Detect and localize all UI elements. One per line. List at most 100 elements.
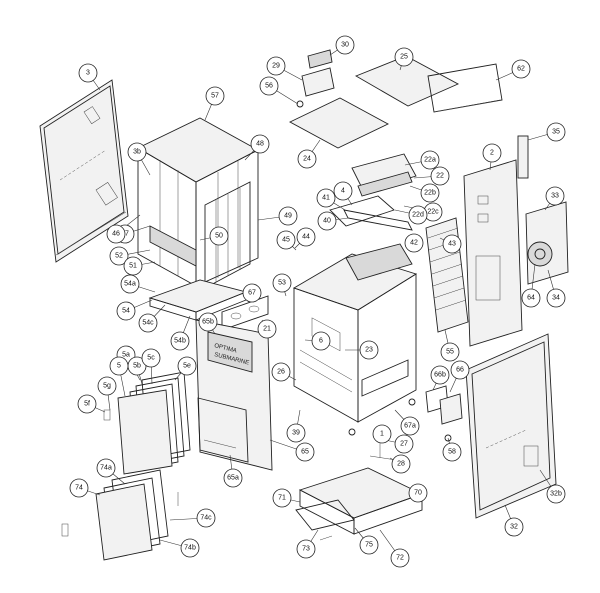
callout-bubble: [138, 313, 158, 333]
callout-bubble: [450, 360, 470, 380]
callout-bubble: [390, 548, 410, 568]
callout-57: 57: [205, 86, 225, 106]
front-door-65: OPTIMA SUBMARINE: [195, 319, 273, 471]
callout-74b: 74b: [180, 538, 200, 558]
callout-bubble: [97, 376, 117, 396]
callout-bubble: [317, 211, 337, 231]
callout-5f: 5f: [77, 394, 97, 414]
callout-label: 24: [303, 156, 311, 163]
callout-label: 51: [129, 263, 137, 270]
callout-label: 54: [122, 308, 130, 315]
callout-bubble: [408, 483, 428, 503]
callout-2: 2: [482, 143, 502, 163]
callout-bubble: [521, 288, 541, 308]
callout-label: 55: [446, 349, 454, 356]
callout-label: 5g: [103, 383, 111, 390]
callout-label: 28: [397, 461, 405, 468]
callout-bubble: [177, 356, 197, 376]
callout-label: 62: [517, 66, 525, 73]
callout-label: 57: [211, 93, 219, 100]
callout-bubble: [311, 331, 331, 351]
callout-label: 30: [341, 42, 349, 49]
callout-label: 5: [117, 363, 121, 370]
callout-bubble: [116, 301, 136, 321]
callout-label: 22b: [424, 190, 436, 197]
callout-bubble: [77, 394, 97, 414]
callout-bubble: [120, 274, 140, 294]
callout-bubble: [333, 181, 353, 201]
callout-22: 22: [430, 166, 450, 186]
callout-label: 66b: [434, 372, 446, 379]
callout-74c: 74c: [196, 508, 216, 528]
callout-bubble: [223, 468, 243, 488]
callout-label: 26: [277, 369, 285, 376]
base-pan: [295, 467, 424, 541]
callout-73: 73: [296, 539, 316, 559]
callout-label: 39: [292, 430, 300, 437]
callout-bubble: [170, 331, 190, 351]
callout-bubble: [359, 340, 379, 360]
callout-54: 54: [116, 301, 136, 321]
callout-33: 33: [545, 186, 565, 206]
callout-22a: 22a: [420, 150, 440, 170]
callout-bubble: [266, 56, 286, 76]
callout-bubble: [96, 458, 116, 478]
callout-32: 32: [504, 517, 524, 537]
callout-label: 34: [552, 295, 560, 302]
callout-53: 53: [272, 273, 292, 293]
callout-75: 75: [359, 535, 379, 555]
callout-29: 29: [266, 56, 286, 76]
callout-label: 35: [552, 129, 560, 136]
callout-label: 64: [527, 295, 535, 302]
callout-56: 56: [259, 76, 279, 96]
callout-22d: 22d: [408, 205, 428, 225]
callout-label: 33: [551, 193, 559, 200]
side-panel-left: [39, 79, 129, 263]
callout-bubble: [546, 122, 566, 142]
callout-58: 58: [442, 442, 462, 462]
callout-66: 66: [450, 360, 470, 380]
callout-label: 5e: [183, 363, 191, 370]
callout-44: 44: [296, 227, 316, 247]
callout-label: 42: [410, 240, 418, 247]
callout-label: 46: [112, 231, 120, 238]
callout-bubble: [272, 488, 292, 508]
callout-54b: 54b: [170, 331, 190, 351]
callout-bubble: [372, 424, 392, 444]
control-board-66: [369, 385, 463, 461]
callout-label: 2: [490, 150, 494, 157]
callout-5e: 5e: [177, 356, 197, 376]
callout-label: 22a: [424, 157, 436, 164]
callout-bubble: [271, 362, 291, 382]
callout-bubble: [272, 273, 292, 293]
callout-bubble: [209, 226, 229, 246]
callout-label: 5b: [133, 363, 141, 370]
callout-label: 71: [278, 495, 286, 502]
callout-4: 4: [333, 181, 353, 201]
callout-label: 50: [215, 233, 223, 240]
callout-label: 21: [263, 326, 271, 333]
callout-bubble: [106, 224, 126, 244]
callout-bubble: [276, 230, 296, 250]
callout-label: 74c: [200, 515, 212, 522]
callout-bubble: [297, 149, 317, 169]
callout-label: 53: [278, 280, 286, 287]
callout-label: 65: [301, 449, 309, 456]
callout-label: 6: [319, 338, 323, 345]
callout-65b: 65b: [198, 312, 218, 332]
callout-label: 54a: [124, 281, 136, 288]
callout-48: 48: [250, 134, 270, 154]
callout-64: 64: [521, 288, 541, 308]
callout-label: 74: [75, 485, 83, 492]
inner-frame-assembly: [137, 117, 259, 289]
callout-49: 49: [278, 206, 298, 226]
callout-label: 22: [436, 173, 444, 180]
grille-55: [425, 217, 469, 333]
callout-65: 65: [295, 442, 315, 462]
callout-1: 1: [372, 424, 392, 444]
callout-bubble: [198, 312, 218, 332]
callout-bubble: [296, 227, 316, 247]
callout-24: 24: [297, 149, 317, 169]
callout-bubble: [504, 517, 524, 537]
callout-5g: 5g: [97, 376, 117, 396]
